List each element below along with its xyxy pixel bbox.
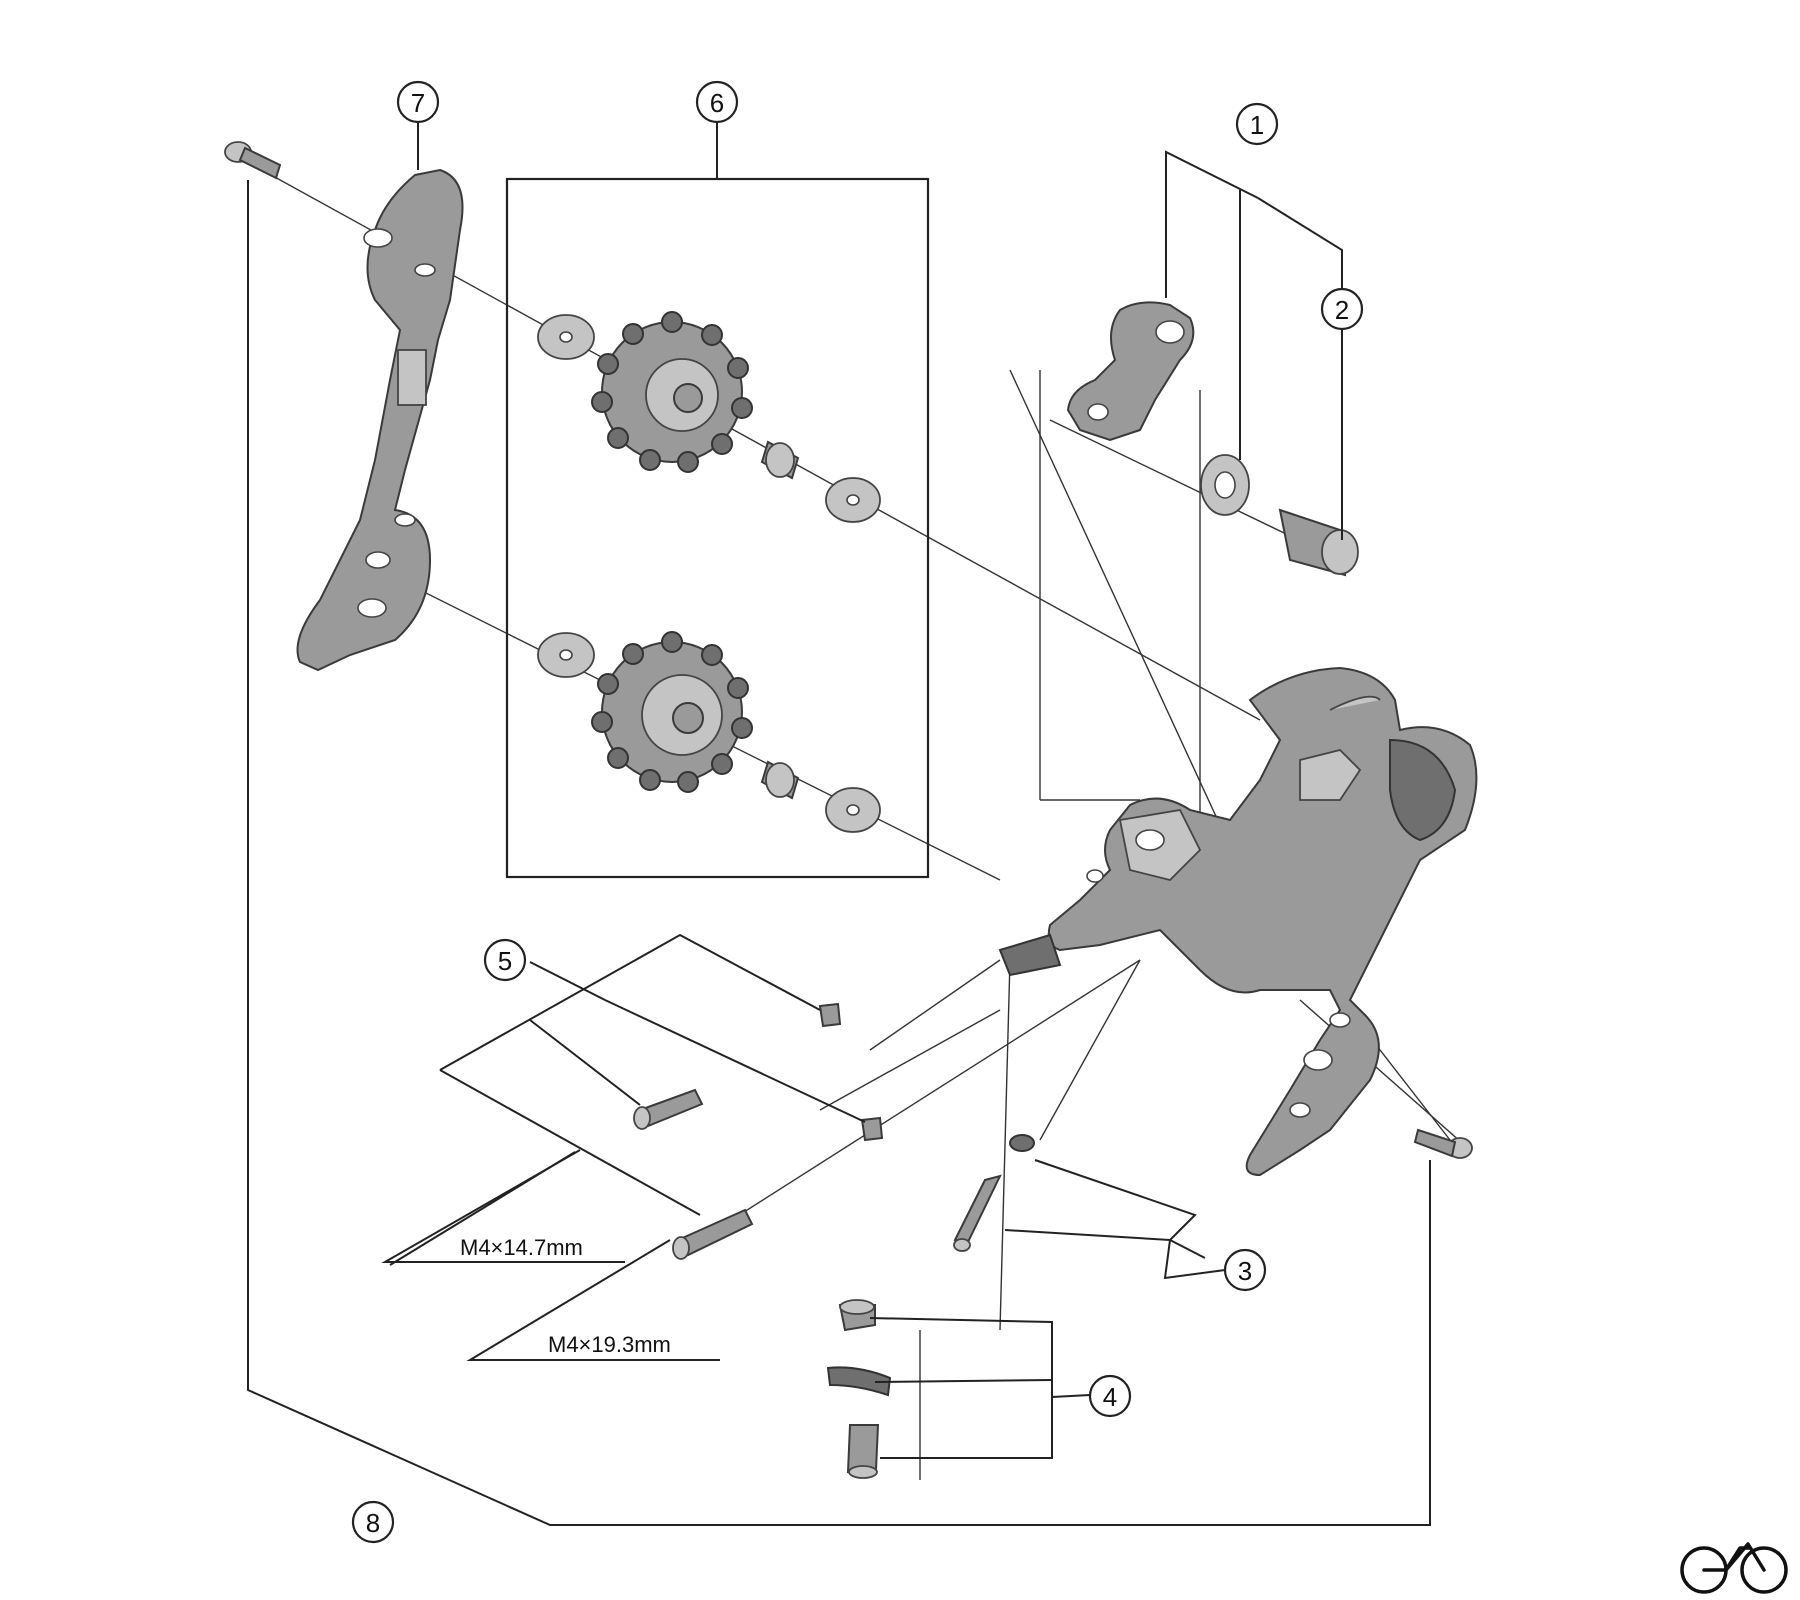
cable-bolt bbox=[846, 1424, 880, 1479]
cage-bolt-top bbox=[224, 141, 282, 180]
callout-label-8: 8 bbox=[366, 1508, 380, 1538]
callout-8: 8 bbox=[351, 1500, 395, 1544]
lower-pulley-set bbox=[537, 631, 881, 833]
callout-label-6: 6 bbox=[710, 88, 724, 118]
callout-6: 6 bbox=[695, 80, 739, 124]
long-bolt-dimension: M4×19.3mm bbox=[548, 1332, 671, 1357]
long-bolt bbox=[672, 1208, 754, 1260]
upper-pulley-set bbox=[537, 311, 881, 523]
dimension-leaders bbox=[381, 1149, 720, 1361]
callout-1: 1 bbox=[1235, 102, 1279, 146]
stopper-pin bbox=[953, 1174, 1002, 1252]
callout-label-7: 7 bbox=[411, 88, 425, 118]
cage-bolt-bottom bbox=[1413, 1128, 1473, 1159]
assembly-axes bbox=[261, 169, 1471, 1480]
callout-label-5: 5 bbox=[498, 946, 512, 976]
callout-2: 2 bbox=[1320, 287, 1364, 331]
stopper-washer bbox=[1009, 1134, 1035, 1152]
cable-plate bbox=[826, 1366, 892, 1397]
callout-label-1: 1 bbox=[1250, 110, 1264, 140]
callout-label-3: 3 bbox=[1238, 1256, 1252, 1286]
b-link-arm bbox=[1066, 301, 1195, 442]
callout-5: 5 bbox=[483, 938, 527, 982]
callout-7: 7 bbox=[396, 80, 440, 124]
callout-label-4: 4 bbox=[1103, 1382, 1117, 1412]
bicycle-icon bbox=[1680, 1542, 1788, 1594]
callout-3: 3 bbox=[1223, 1248, 1267, 1292]
clip-lower bbox=[860, 1116, 884, 1142]
short-bolt bbox=[633, 1088, 704, 1130]
callout-label-2: 2 bbox=[1335, 295, 1349, 325]
callout-4: 4 bbox=[1088, 1374, 1132, 1418]
bushing-washer bbox=[1200, 454, 1250, 516]
callout-leaders bbox=[247, 121, 1431, 1526]
cable-nut-cap bbox=[838, 1299, 876, 1332]
rear-derailleur-body bbox=[998, 666, 1478, 1177]
short-bolt-dimension: M4×14.7mm bbox=[460, 1235, 583, 1260]
cage-plate bbox=[296, 168, 464, 672]
fixing-bolt bbox=[1278, 508, 1359, 577]
clip-upper bbox=[818, 1002, 842, 1028]
